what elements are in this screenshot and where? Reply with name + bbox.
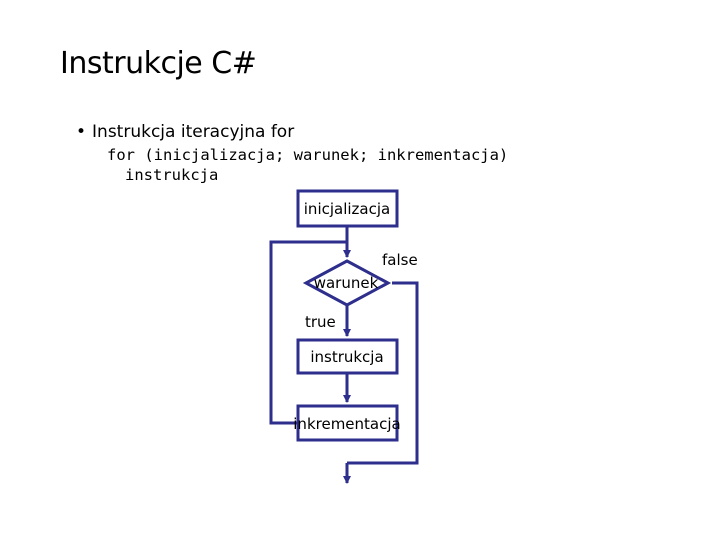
- init-label: inicjalizacja: [304, 200, 390, 218]
- code-line-body: instrukcja: [125, 166, 219, 184]
- false-branch-line: [347, 281, 419, 465]
- condition-label: warunek: [314, 274, 379, 292]
- slide-title: Instrukcje C#: [60, 46, 257, 81]
- bullet-text: Instrukcja iteracyjna for: [92, 122, 295, 142]
- bullet-item: •Instrukcja iteracyjna for: [76, 121, 294, 143]
- increment-label: inkrementacja: [293, 415, 400, 433]
- increment-box: [296, 404, 399, 442]
- true-label: true: [305, 313, 336, 331]
- loop-back-line: [269, 240, 347, 425]
- false-label: false: [382, 251, 418, 269]
- body-label: instrukcja: [310, 348, 383, 366]
- bullet-dot-icon: •: [76, 122, 87, 142]
- code-line-syntax: for (inicjalizacja; warunek; inkrementac…: [107, 146, 509, 164]
